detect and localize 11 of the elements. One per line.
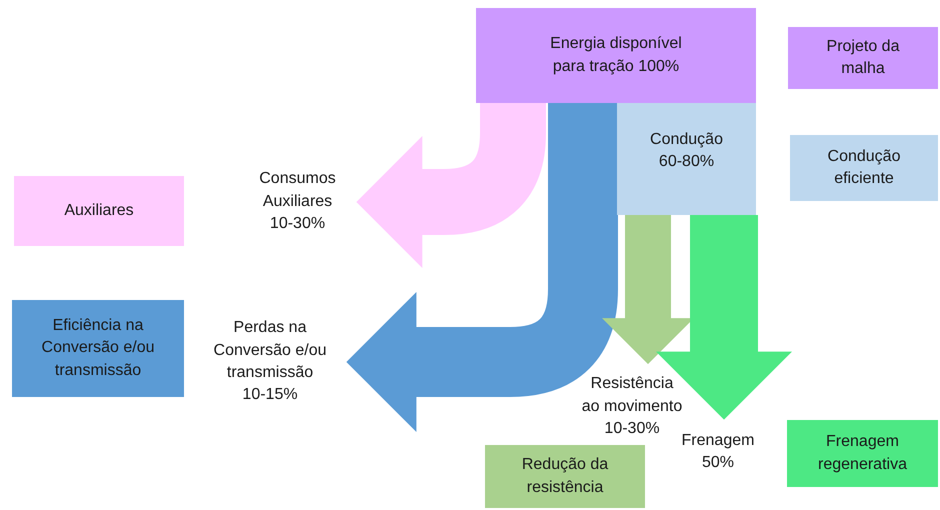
category-box: Frenagem regenerativa [787,420,938,487]
flow-label: Consumos Auxiliares 10-30% [245,162,350,242]
flow-arrow [656,215,792,420]
flow-label: Perdas na Conversão e/ou transmissão 10-15% [200,308,340,416]
category-box: Energia disponível para tração 100% [476,8,756,103]
flow-band: Condução 60-80% [617,103,756,215]
category-box: Projeto da malha [788,27,938,89]
category-box: Auxiliares [14,176,184,246]
category-box: Redução da resistência [485,445,645,508]
category-box: Condução eficiente [790,135,938,201]
category-box: Eficiência na Conversão e/ou transmissão [12,300,184,397]
